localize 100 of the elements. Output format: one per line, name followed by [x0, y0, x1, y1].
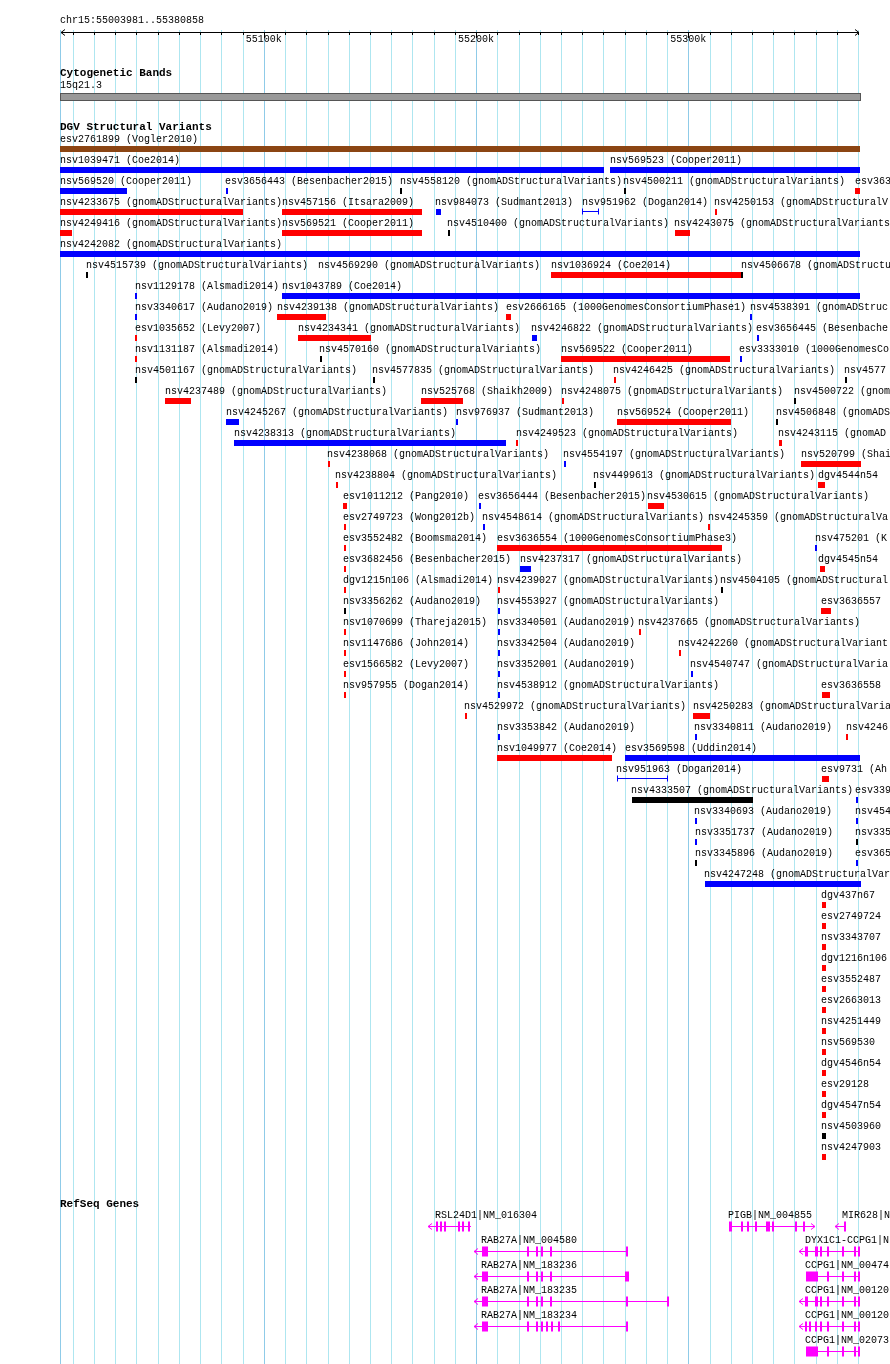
- gene-label: RAB27A|NM_183234: [481, 1310, 577, 1322]
- variant-label: nsv4247248 (gnomADStructuralVar: [704, 869, 890, 881]
- variant-label: esv1035652 (Levy2007): [135, 323, 262, 335]
- variant-label: nsv3352001 (Audano2019): [497, 659, 636, 671]
- variant-label: nsv454: [855, 806, 890, 818]
- variant-label: nsv4242082 (gnomADStructuralVariants): [60, 239, 283, 251]
- variant-label: esv2663013: [821, 995, 881, 1007]
- variant-label: nsv4538391 (gnomADStruc: [750, 302, 889, 314]
- variant-label: nsv525768 (Shaikh2009): [421, 386, 554, 398]
- variant-label: nsv957955 (Dogan2014): [343, 680, 470, 692]
- variant-label: nsv1070699 (Thareja2015): [343, 617, 488, 629]
- variant-label: nsv1039471 (Coe2014): [60, 155, 181, 167]
- variant-label: esv2749724: [821, 911, 881, 923]
- variant-label: nsv4247903: [821, 1142, 881, 1154]
- variant-label: esv2749723 (Wong2012b): [343, 512, 476, 524]
- variant-label: esv3636557: [821, 596, 881, 608]
- tick-label: 55200k: [458, 34, 495, 46]
- variant-label: nsv4570160 (gnomADStructuralVariants): [319, 344, 542, 356]
- variant-label: dgv4547n54: [821, 1100, 881, 1112]
- variant-label: nsv4245359 (gnomADStructuralVa: [708, 512, 889, 524]
- variant-label: nsv4246822 (gnomADStructuralVariants): [531, 323, 754, 335]
- variant-label: nsv951963 (Dogan2014): [616, 764, 743, 776]
- track-title: RefSeq Genes: [60, 1198, 140, 1211]
- variant-label: nsv4558120 (gnomADStructuralVariants): [400, 176, 623, 188]
- variant-label: dgv4545n54: [818, 554, 878, 566]
- variant-label: esv3569598 (Uddin2014): [625, 743, 758, 755]
- variant-label: nsv4510400 (gnomADStructuralVariants): [447, 218, 670, 230]
- variant-label: nsv1036924 (Coe2014): [551, 260, 672, 272]
- variant-label: nsv4238068 (gnomADStructuralVariants): [327, 449, 550, 461]
- variant-label: esv339: [855, 785, 890, 797]
- variant-label: nsv4501167 (gnomADStructuralVariants): [135, 365, 358, 377]
- variant-label: nsv4249523 (gnomADStructuralVariants): [516, 428, 739, 440]
- variant-label: esv365: [855, 848, 890, 860]
- variant-label: nsv4237317 (gnomADStructuralVariants): [520, 554, 743, 566]
- variant-label: nsv4548614 (gnomADStructuralVariants): [482, 512, 705, 524]
- variant-label: nsv4237489 (gnomADStructuralVariants): [165, 386, 388, 398]
- variant-label: nsv984073 (Sudmant2013): [435, 197, 574, 209]
- variant-label: nsv4503960: [821, 1121, 881, 1133]
- variant-label: nsv4530615 (gnomADStructuralVariants): [647, 491, 870, 503]
- variant-label: nsv1131187 (Alsmadi2014): [135, 344, 280, 356]
- variant-label: nsv4237665 (gnomADStructuralVariants): [638, 617, 861, 629]
- variant-label: nsv4239138 (gnomADStructuralVariants): [277, 302, 500, 314]
- variant-label: nsv3351737 (Audano2019): [695, 827, 834, 839]
- variant-label: nsv951962 (Dogan2014): [582, 197, 709, 209]
- coordinate-label: chr15:55003981..55380858: [60, 15, 205, 27]
- variant-label: nsv3356262 (Audano2019): [343, 596, 482, 608]
- variant-label: nsv4246: [846, 722, 888, 734]
- variant-label: nsv4500211 (gnomADStructuralVariants): [623, 176, 846, 188]
- variant-label: nsv3340693 (Audano2019): [694, 806, 833, 818]
- variant-label: nsv1043789 (Coe2014): [282, 281, 403, 293]
- variant-label: esv3636558: [821, 680, 881, 692]
- variant-label: esv3333010 (1000GenomesCo: [739, 344, 890, 356]
- variant-label: nsv569522 (Cooper2011): [561, 344, 694, 356]
- variant-label: nsv4529972 (gnomADStructuralVariants): [464, 701, 687, 713]
- gene-label: RAB27A|NM_183235: [481, 1285, 577, 1297]
- variant-label: nsv4515739 (gnomADStructuralVariants): [86, 260, 309, 272]
- variant-label: nsv4239027 (gnomADStructuralVariants): [497, 575, 720, 587]
- variant-label: nsv3353842 (Audano2019): [497, 722, 636, 734]
- variant-label: dgv1215n106 (Alsmadi2014): [343, 575, 494, 587]
- variant-label: esv9731 (Ah: [821, 764, 887, 776]
- variant-label: nsv4233675 (gnomADStructuralVariants): [60, 197, 283, 209]
- variant-label: nsv4554197 (gnomADStructuralVariants): [563, 449, 786, 461]
- variant-label: nsv976937 (Sudmant2013): [456, 407, 595, 419]
- variant-label: nsv520799 (Shai: [801, 449, 890, 461]
- variant-label: esv29128: [821, 1079, 869, 1091]
- variant-label: nsv4248075 (gnomADStructuralVariants): [561, 386, 784, 398]
- gene-label: RSL24D1|NM_016304: [435, 1210, 538, 1222]
- variant-label: esv363: [855, 176, 890, 188]
- gene-label: CCPG1|NM_00120: [805, 1310, 889, 1322]
- variant-label: dgv4544n54: [818, 470, 878, 482]
- variant-label: nsv4249416 (gnomADStructuralVariants): [60, 218, 283, 230]
- variant-label: nsv4538912 (gnomADStructuralVariants): [497, 680, 720, 692]
- variant-label: nsv475201 (K: [815, 533, 887, 545]
- variant-label: nsv3343707: [821, 932, 881, 944]
- variant-label: esv3656443 (Besenbacher2015): [225, 176, 394, 188]
- variant-label: dgv437n67: [821, 890, 875, 902]
- variant-label: nsv1049977 (Coe2014): [497, 743, 618, 755]
- variant-label: nsv4506678 (gnomADStructu: [741, 260, 890, 272]
- variant-label: nsv1147686 (John2014): [343, 638, 470, 650]
- variant-label: esv2761899 (Vogler2010): [60, 134, 199, 146]
- variant-label: nsv569523 (Cooper2011): [610, 155, 743, 167]
- gene-label: MIR628|N: [842, 1210, 890, 1222]
- variant-label: nsv4500722 (gnom: [794, 386, 890, 398]
- variant-label: esv2666165 (1000GenomesConsortiumPhase1): [506, 302, 747, 314]
- variant-label: nsv4577835 (gnomADStructuralVariants): [372, 365, 595, 377]
- tick-label: 55300k: [670, 34, 707, 46]
- variant-label: nsv3340617 (Audano2019): [135, 302, 274, 314]
- variant-label: nsv4245267 (gnomADStructuralVariants): [226, 407, 449, 419]
- variant-label: esv3682456 (Besenbacher2015): [343, 554, 512, 566]
- variant-label: nsv4243115 (gnomAD: [778, 428, 887, 440]
- variant-label: esv1011212 (Pang2010): [343, 491, 470, 503]
- gene-label: RAB27A|NM_004580: [481, 1235, 577, 1247]
- variant-label: esv3656444 (Besenbacher2015): [478, 491, 647, 503]
- variant-label: nsv4238313 (gnomADStructuralVariants): [234, 428, 457, 440]
- gene-label: PIGB|NM_004855: [728, 1210, 812, 1222]
- variant-label: nsv1129178 (Alsmadi2014): [135, 281, 280, 293]
- variant-label: nsv3342504 (Audano2019): [497, 638, 636, 650]
- variant-label: nsv4499613 (gnomADStructuralVariants): [593, 470, 816, 482]
- variant-label: esv3552482 (Boomsma2014): [343, 533, 488, 545]
- gene-label: CCPG1|NM_00120: [805, 1285, 889, 1297]
